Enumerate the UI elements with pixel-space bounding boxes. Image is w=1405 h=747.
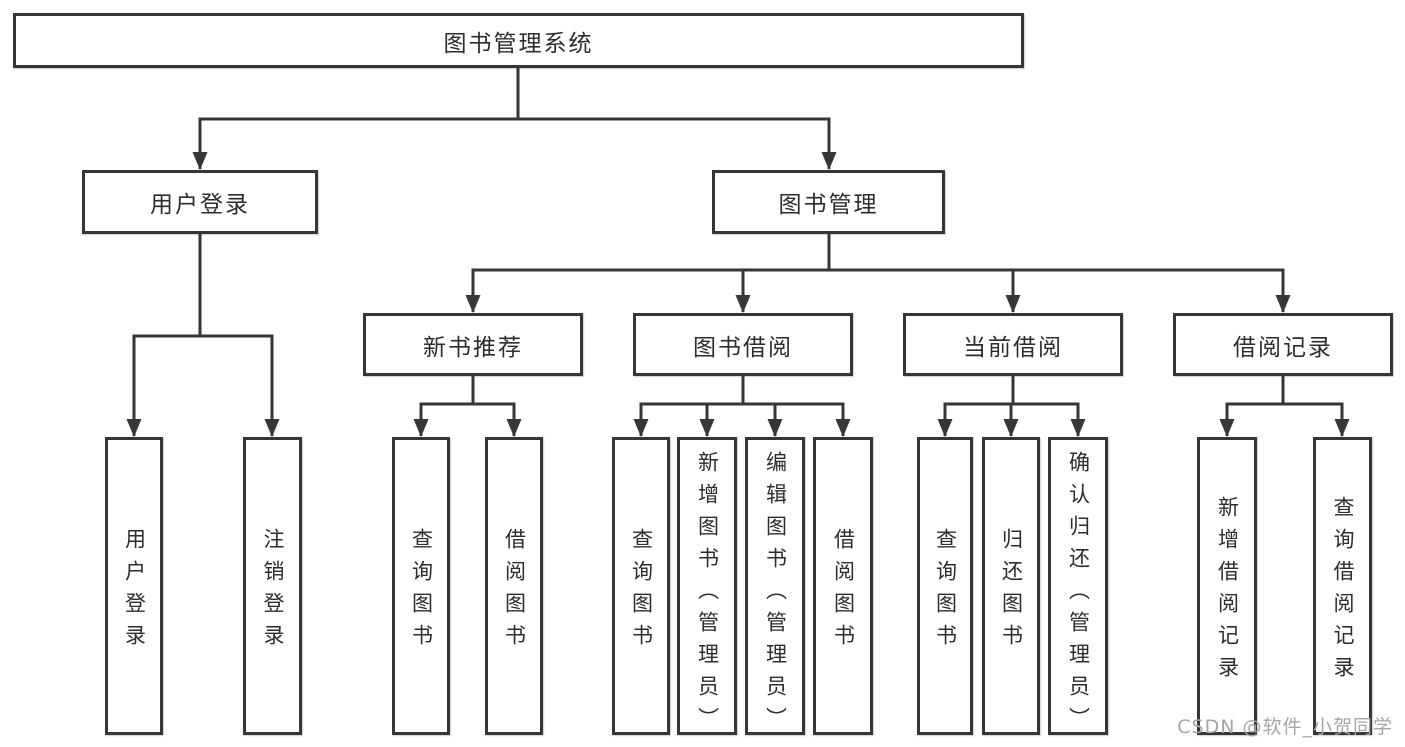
leaf-records-add-borrow-record: 新增借阅记录	[1197, 437, 1257, 735]
leaf-user-login: 用户登录	[105, 437, 163, 735]
node-root: 图书管理系统	[13, 13, 1024, 68]
node-user-login: 用户登录	[82, 170, 318, 234]
leaf-current-query-books: 查询图书	[917, 437, 973, 735]
leaf-current-confirm-return-admin: 确认归还（管理员）	[1048, 437, 1108, 739]
leaf-records-query-borrow-record: 查询借阅记录	[1313, 437, 1372, 735]
leaf-recommend-borrow-books: 借阅图书	[485, 437, 543, 735]
node-book-management: 图书管理	[712, 170, 945, 234]
leaf-borrowing-add-book-admin: 新增图书（管理员）	[677, 437, 737, 739]
leaf-borrowing-borrow-books: 借阅图书	[813, 437, 873, 735]
connector-root-to-level2	[192, 66, 837, 170]
leaf-recommend-query-books: 查询图书	[392, 437, 450, 735]
leaf-current-return-books: 归还图书	[982, 437, 1040, 735]
node-current-borrowing: 当前借阅	[903, 313, 1123, 376]
leaf-logout: 注销登录	[243, 437, 302, 735]
connector-new-book-recommendation-to-leaves	[413, 374, 522, 437]
leaf-borrowing-query-books: 查询图书	[612, 437, 670, 735]
leaf-borrowing-edit-book-admin: 编辑图书（管理员）	[745, 437, 805, 739]
watermark-text: CSDN @软件_小贺同学	[1177, 716, 1393, 738]
connector-book-borrowing-to-leaves	[633, 374, 851, 437]
node-new-book-recommendation: 新书推荐	[363, 313, 583, 376]
node-borrowing-records: 借阅记录	[1173, 313, 1393, 376]
node-book-borrowing: 图书借阅	[633, 313, 853, 376]
connector-current-borrowing-to-leaves	[937, 374, 1086, 437]
connector-user-login-to-leaves	[126, 232, 280, 437]
connector-borrowing-records-to-leaves	[1219, 374, 1350, 437]
connector-book-management-to-level3	[465, 232, 1291, 313]
